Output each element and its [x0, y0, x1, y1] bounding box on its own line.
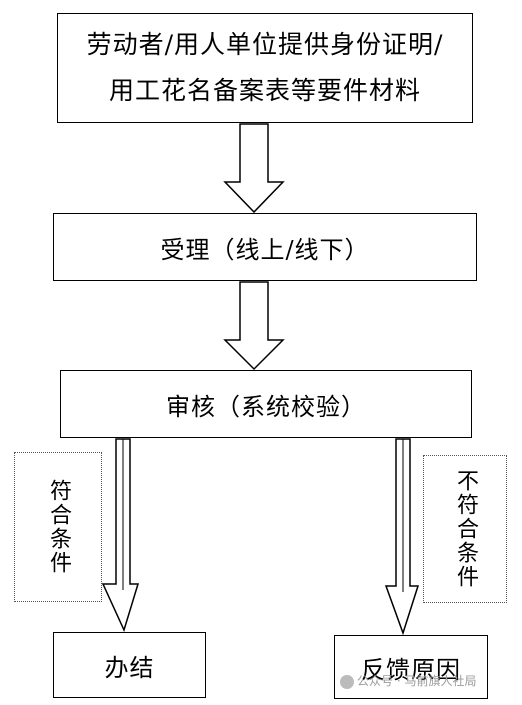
- step-review-box: 审核（系统校验）: [60, 370, 472, 438]
- condition-pass-label: 符合条件: [46, 479, 71, 575]
- step-accept-box: 受理（线上/线下）: [53, 213, 477, 281]
- condition-fail-note: 不符合条件: [423, 455, 507, 603]
- step-feedback-box: 反馈原因: [334, 635, 488, 699]
- step-feedback-label: 反馈原因: [361, 655, 461, 684]
- condition-fail-label: 不符合条件: [453, 469, 478, 589]
- step-review-label: 审核（系统校验）: [166, 392, 366, 421]
- wechat-icon: [340, 674, 354, 689]
- step-accept-label: 受理（线上/线下）: [160, 235, 370, 264]
- arrow-materials-to-accept: [223, 123, 285, 214]
- step-done-label: 办结: [104, 653, 155, 682]
- watermark-text: 公众号 · 马前旗人社局: [357, 674, 477, 688]
- arrow-review-to-feedback: [384, 438, 420, 636]
- step-done-box: 办结: [53, 632, 206, 698]
- arrow-accept-to-review: [223, 281, 285, 371]
- step-materials-line1: 劳动者/用人单位提供身份证明/: [86, 30, 444, 59]
- arrow-review-to-done: [101, 438, 140, 633]
- watermark: 公众号 · 马前旗人社局: [340, 672, 476, 689]
- step-materials-line2: 用工花名备案表等要件材料: [108, 76, 421, 105]
- step-materials-box: 劳动者/用人单位提供身份证明/ 用工花名备案表等要件材料: [57, 13, 473, 123]
- condition-pass-note: 符合条件: [14, 452, 102, 602]
